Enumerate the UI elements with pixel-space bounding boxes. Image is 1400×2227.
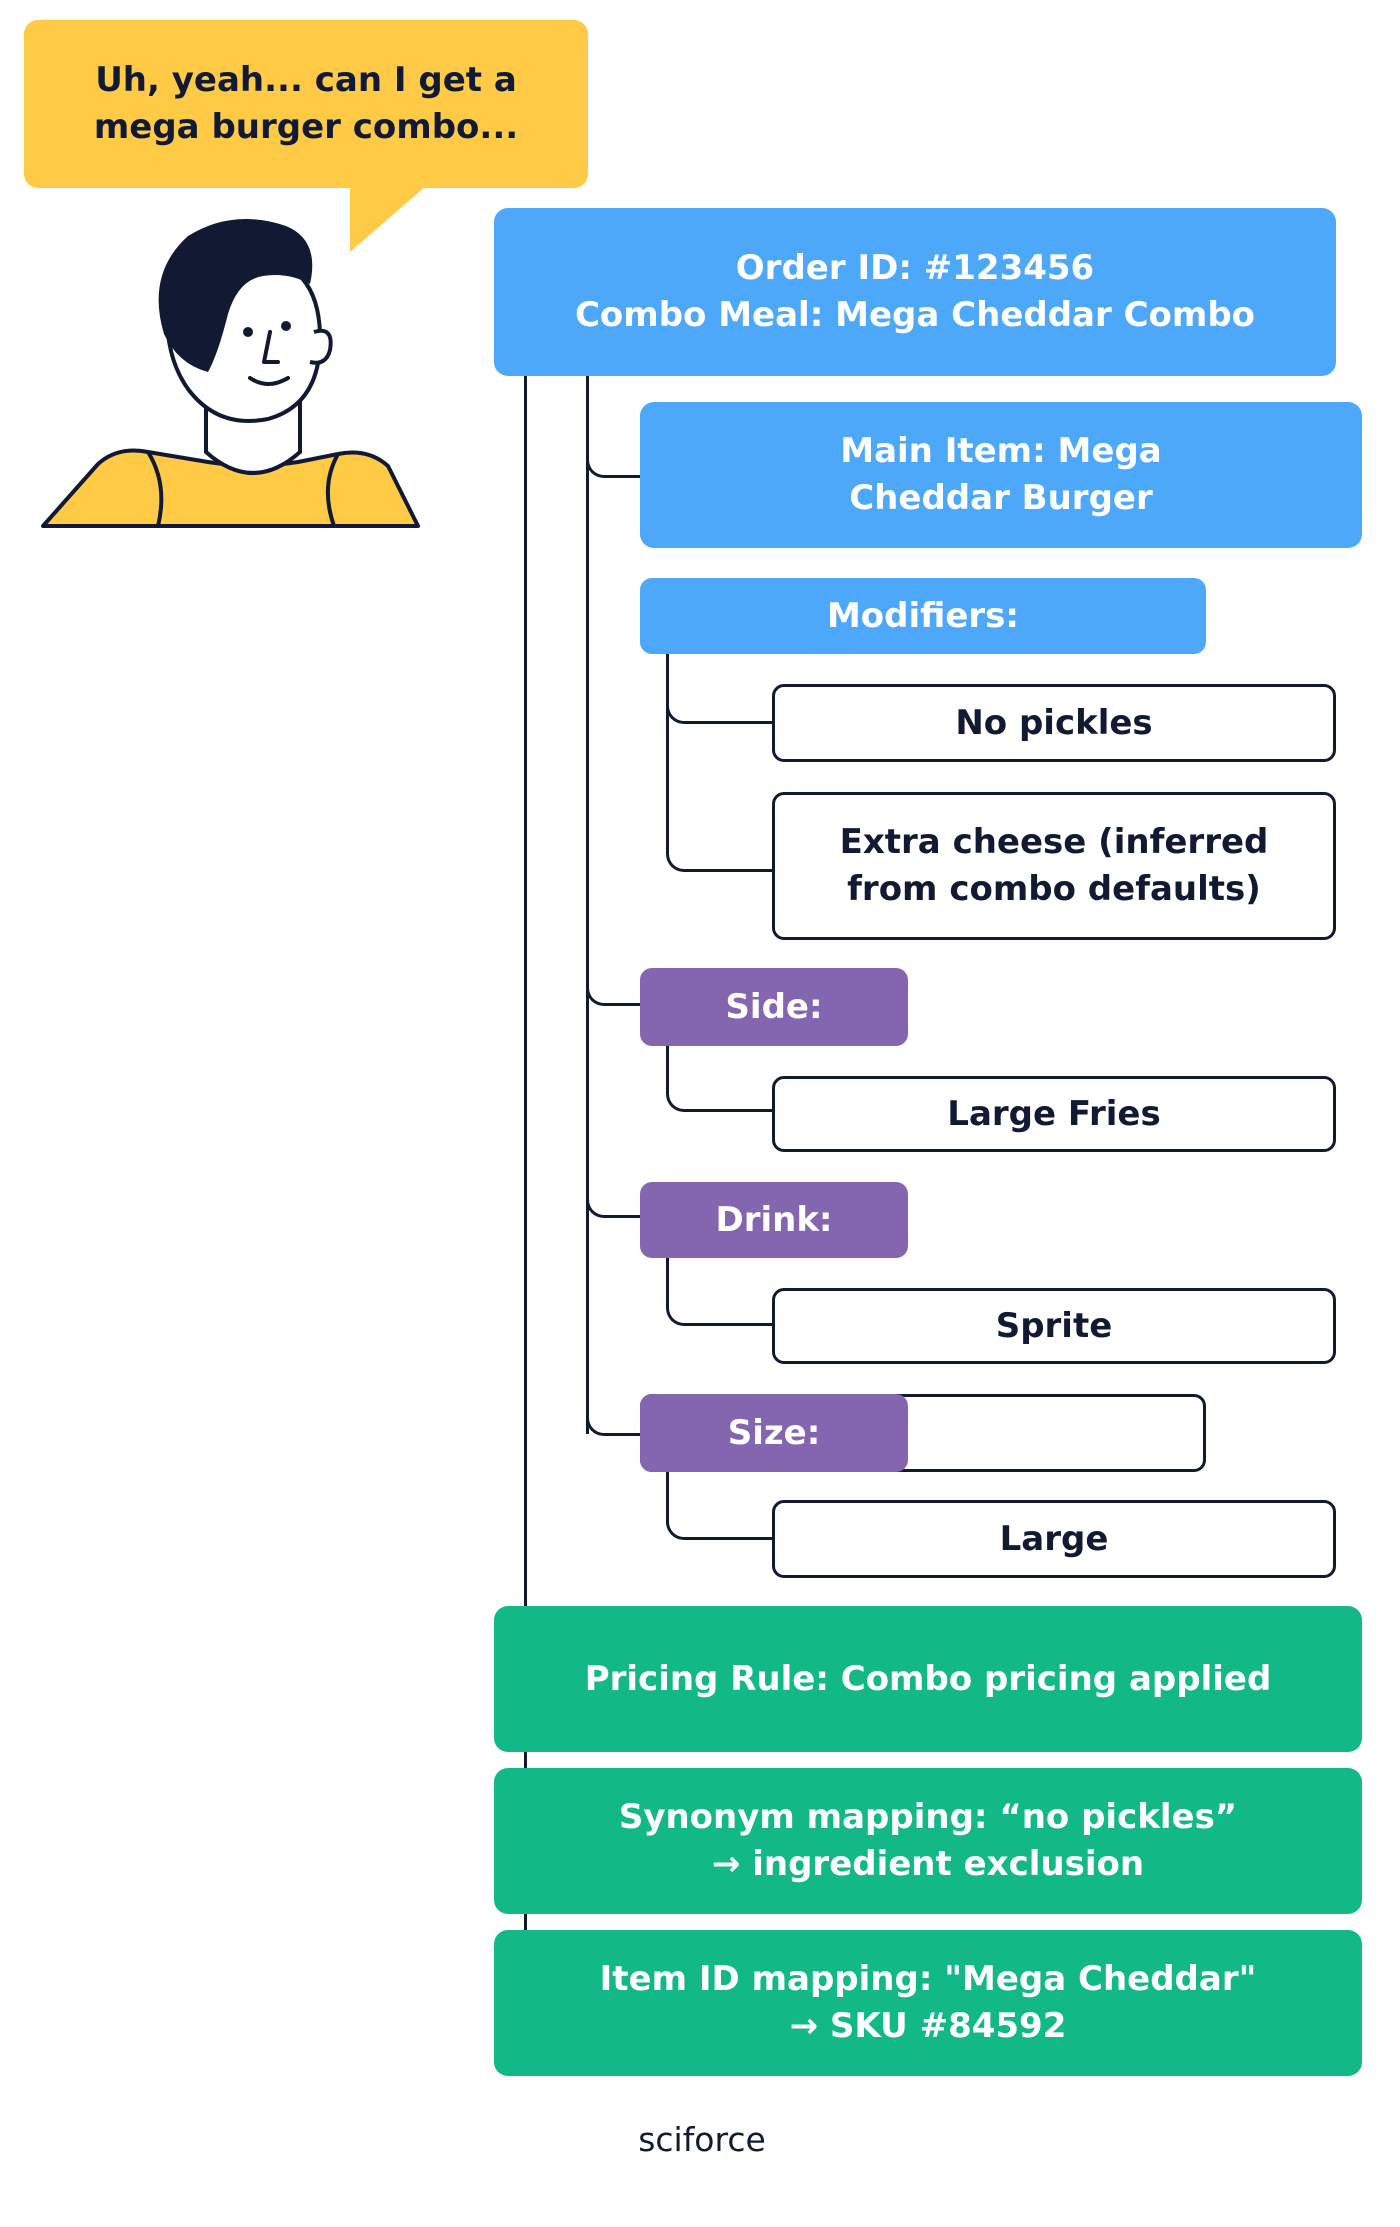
synonym-mapping: Synonym mapping: “no pickles” → ingredie… [494,1768,1362,1914]
modifier-no-pickles: No pickles [772,684,1336,762]
customer-avatar [41,218,420,528]
side-label: Side: [640,968,908,1046]
speech-bubble: Uh, yeah... can I get a mega burger comb… [24,20,588,188]
size-label: Size: [640,1394,908,1472]
connector-sprite [666,1258,774,1326]
combo-meal: Combo Meal: Mega Cheddar Combo [574,295,1256,335]
drink-value: Sprite [772,1288,1336,1364]
tree-trunk-outer [524,374,527,1934]
modifiers-label: Modifiers: [640,578,1206,654]
connector-large-fries [666,1046,774,1112]
connector-size [586,1380,642,1436]
size-value: Large [772,1500,1336,1578]
speech-bubble-tail [350,186,426,252]
connector-extra-cheese [666,700,774,872]
connector-drink [586,1170,642,1218]
connector-main-item [586,420,642,478]
order-header: Order ID: #123456 Combo Meal: Mega Chedd… [494,208,1336,376]
item-id-mapping: Item ID mapping: "Mega Cheddar" → SKU #8… [494,1930,1362,2076]
order-id: Order ID: #123456 [735,248,1095,288]
connector-no-pickles [666,654,774,724]
sciforce-logo: sciforce [638,2120,766,2159]
pricing-rule: Pricing Rule: Combo pricing applied [494,1606,1362,1752]
side-value: Large Fries [772,1076,1336,1152]
connector-large [666,1470,774,1540]
main-item: Main Item: Mega Cheddar Burger [640,402,1362,548]
modifier-extra-cheese: Extra cheese (inferred from combo defaul… [772,792,1336,940]
connector-side [586,960,642,1006]
drink-label: Drink: [640,1182,908,1258]
tree-trunk-inner [586,374,589,1434]
